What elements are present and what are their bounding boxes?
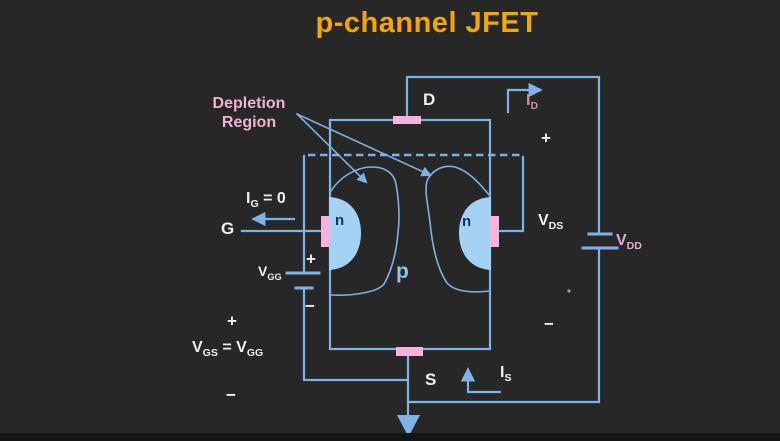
source-contact [396,347,423,356]
vgs-equation-label: VGS = VGG [192,339,264,360]
drain-wire [405,75,601,235]
depletion-region-label: Depletion Region [213,94,286,132]
vds-plus-sign: + [541,128,551,148]
gate-contact-right [490,216,499,247]
vds-label: VDS [538,212,564,233]
drain-contact [393,116,421,124]
gate-right-link-wire [496,155,525,233]
gate-current-label: IG = 0 [246,190,286,211]
drain-current-label: ID [526,92,539,113]
vds-minus-sign: − [544,314,554,334]
stray-dot [567,289,571,293]
terminal-label-gate: G [221,219,235,238]
n-region-left [329,197,361,270]
terminal-label-drain: D [423,90,436,109]
n-region-right [459,197,491,270]
page-title: p-channel JFET [315,7,539,39]
vdd-label: VDD [616,232,642,253]
depletion-pointer-line-right [295,112,432,177]
vgg-return-wire [302,287,410,382]
n-region-label-left: n [335,212,345,229]
n-region-label-right: n [462,213,472,230]
n-regions-group [329,197,491,270]
contacts-group [321,116,499,356]
p-region-label: p [396,260,409,283]
depletion-label-line2: Region [221,114,277,131]
depletion-pointer-line-left [295,112,368,184]
depletion-boundary-left [329,166,400,296]
depletion-boundary-right [425,165,492,293]
vdd-return-wire [406,247,601,404]
source-terminal-arrow [397,415,420,437]
vgg-label: VGG [258,263,282,282]
vgg-minus-sign: − [305,296,315,316]
drain-current-arrow [506,82,543,114]
depletion-label-line1: Depletion [212,95,286,112]
gate-contact-left [321,216,330,247]
terminal-label-source: S [425,370,437,389]
source-current-arrow [460,367,502,394]
letterbox-bar [0,433,780,441]
vgs-plus-sign: + [227,311,237,331]
vgs-minus-sign: − [226,385,236,405]
wires-group [240,75,619,419]
source-current-label: IS [500,364,512,385]
vgg-plus-sign: + [306,249,316,269]
